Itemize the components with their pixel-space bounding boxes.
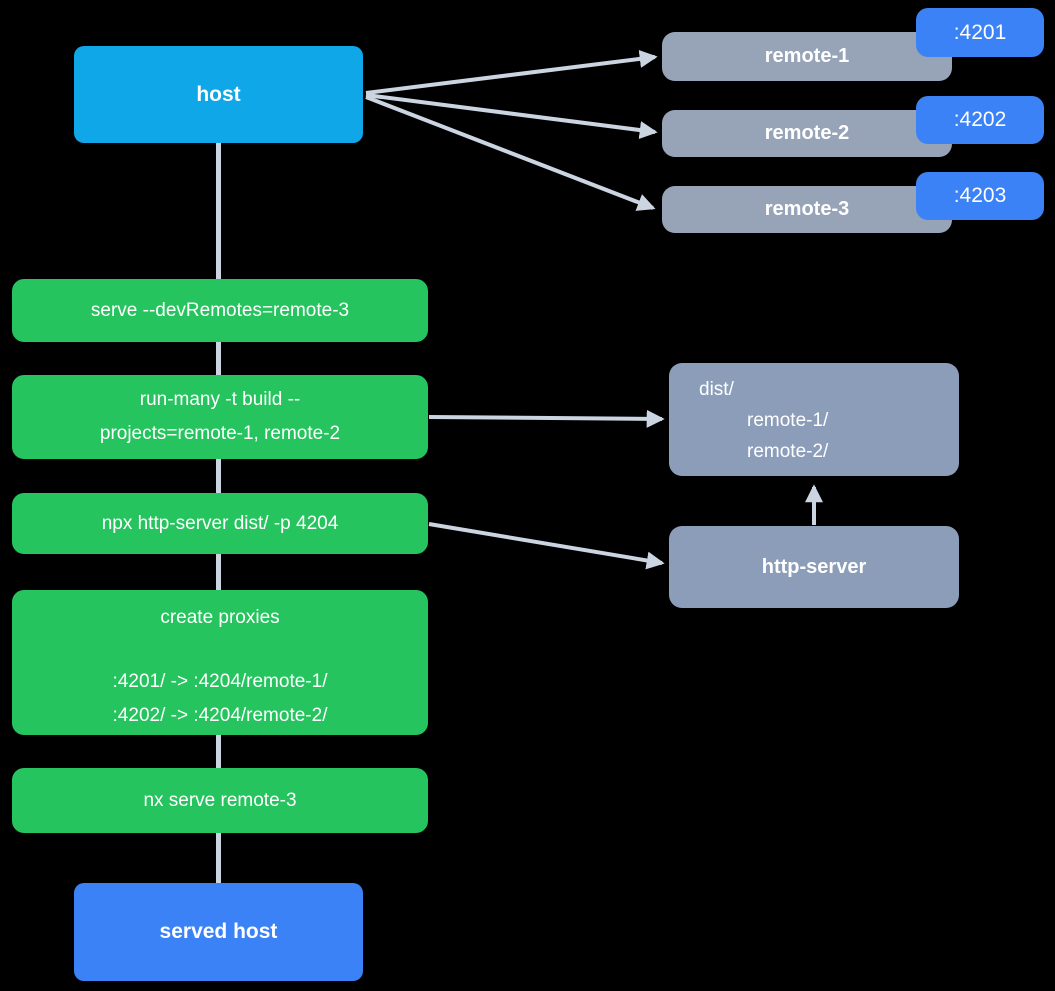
dist-folder-remote-2: remote-2/	[747, 441, 829, 462]
port-badge-4202-label: :4202	[953, 108, 1007, 131]
dist-folder-node: dist/ remote-1/ remote-2/	[669, 363, 959, 476]
arrow-build-to-dist	[428, 409, 665, 428]
step-serve-dev-remotes: serve --devRemotes=remote-3	[12, 279, 428, 342]
arrow-command-to-http-server	[428, 522, 665, 570]
port-badge-4202: :4202	[916, 96, 1044, 144]
port-badge-4203: :4203	[916, 172, 1044, 220]
arrow-host-to-remote-2	[365, 93, 658, 139]
remote-3-label: remote-3	[764, 198, 850, 220]
step-run-many-build: run-many -t build -- projects=remote-1, …	[12, 375, 428, 459]
port-badge-4203-label: :4203	[953, 184, 1007, 207]
http-server-node: http-server	[669, 526, 959, 608]
port-badge-4201-label: :4201	[953, 20, 1007, 44]
step-serve-dev-remotes-label: serve --devRemotes=remote-3	[90, 299, 350, 321]
step-create-proxies-title: create proxies	[160, 607, 280, 628]
remote-1-label: remote-1	[764, 45, 850, 67]
arrow-host-to-remote-1	[365, 49, 658, 95]
served-host-label: served host	[159, 920, 278, 943]
dist-folder-root: dist/	[699, 379, 734, 400]
host-node: host	[74, 46, 363, 143]
step-run-many-build-line-1: run-many -t build --	[139, 389, 301, 410]
host-label: host	[196, 82, 241, 106]
proxy-mapping-4201: :4201/ -> :4204/remote-1/	[112, 671, 328, 692]
remote-2-label: remote-2	[764, 122, 850, 144]
remote-3-node: remote-3	[662, 186, 952, 233]
remote-1-node: remote-1	[662, 32, 952, 81]
step-nx-serve-remote-3-label: nx serve remote-3	[143, 789, 297, 811]
step-npx-http-server-label: npx http-server dist/ -p 4204	[101, 512, 339, 534]
step-create-proxies: create proxies :4201/ -> :4204/remote-1/…	[12, 590, 428, 735]
proxy-mapping-4202: :4202/ -> :4204/remote-2/	[112, 705, 328, 726]
dist-folder-remote-1: remote-1/	[747, 410, 829, 431]
http-server-label: http-server	[761, 555, 867, 578]
served-host-node: served host	[74, 883, 363, 981]
step-nx-serve-remote-3: nx serve remote-3	[12, 768, 428, 833]
step-run-many-build-line-2: projects=remote-1, remote-2	[99, 423, 341, 444]
arrow-build-to-remote-3	[365, 95, 656, 211]
step-npx-http-server: npx http-server dist/ -p 4204	[12, 493, 428, 554]
remote-2-node: remote-2	[662, 110, 952, 157]
port-badge-4201: :4201	[916, 8, 1044, 57]
